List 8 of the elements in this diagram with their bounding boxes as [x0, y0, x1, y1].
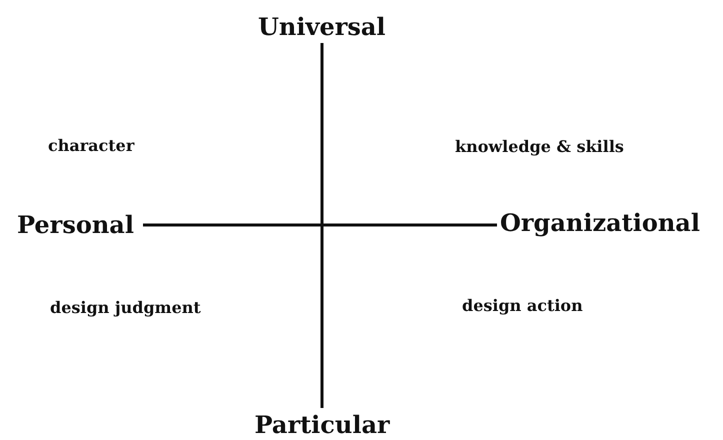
- quadrant-label: design action: [462, 298, 583, 314]
- axis-label: Universal: [258, 15, 386, 39]
- quadrant-label: design judgment: [50, 300, 201, 316]
- quadrant-label: character: [48, 138, 134, 154]
- axis-label: Organizational: [500, 211, 700, 235]
- quadrant-label: knowledge & skills: [455, 139, 624, 155]
- axis-label: Personal: [17, 213, 134, 237]
- axis-label: Particular: [254, 413, 390, 437]
